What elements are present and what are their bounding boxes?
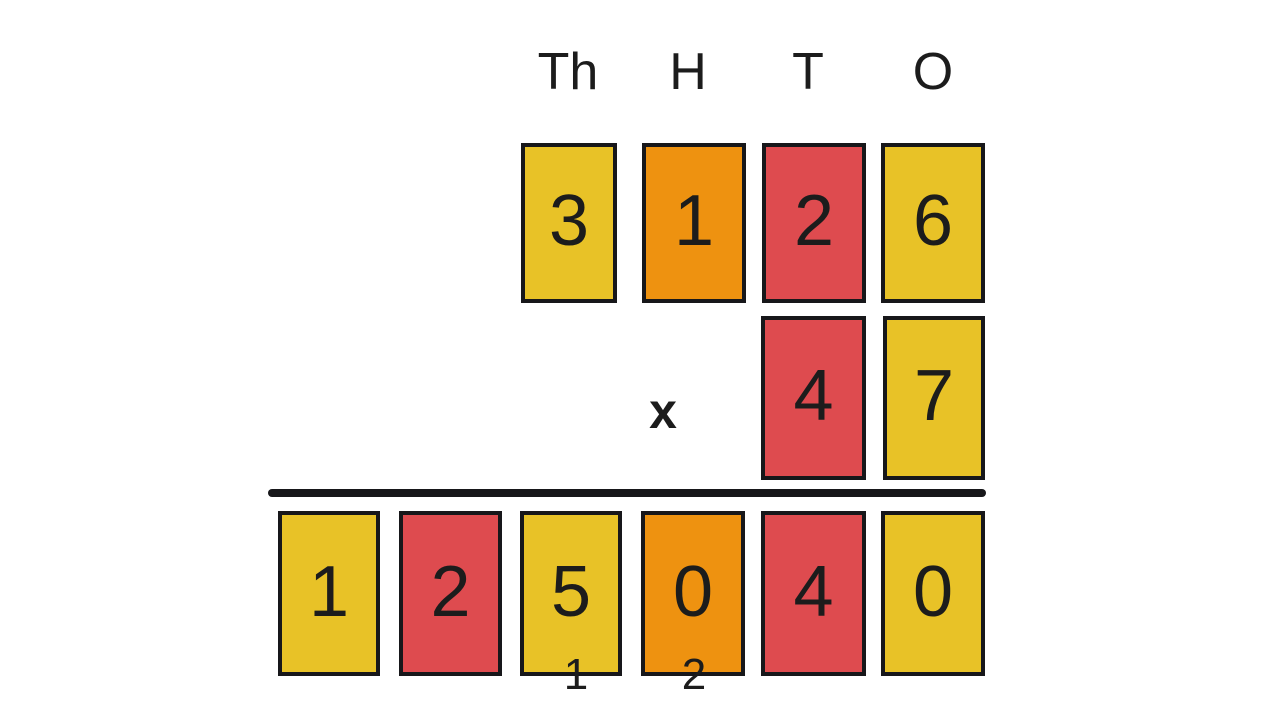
digit-value: 5 — [550, 551, 592, 632]
product-card-5[interactable]: 4 — [761, 511, 866, 676]
column-header-thousands: Th — [537, 43, 599, 101]
digit-value: 3 — [548, 181, 590, 261]
column-header-ones: O — [912, 43, 954, 101]
product-card-6[interactable]: 0 — [881, 511, 985, 676]
digit-value: 4 — [793, 551, 834, 632]
product-card-2[interactable]: 2 — [399, 511, 502, 676]
digit-value: 1 — [673, 181, 715, 261]
digit-value: 1 — [308, 551, 350, 632]
multiplicand-card-tens[interactable]: 2 — [762, 143, 866, 303]
multiplicand-card-thousands[interactable]: 3 — [521, 143, 617, 303]
multiplicand-card-ones[interactable]: 6 — [881, 143, 985, 303]
digit-value: 6 — [912, 181, 954, 261]
product-card-4[interactable]: 0 — [641, 511, 745, 676]
product-card-1[interactable]: 1 — [278, 511, 380, 676]
carry-digit-card-4: 2 — [681, 650, 707, 699]
digit-value: 4 — [793, 356, 834, 436]
answer-rule-line — [268, 489, 986, 497]
multiplier-card-ones[interactable]: 7 — [883, 316, 985, 480]
digit-value: 0 — [672, 551, 714, 632]
column-header-tens: T — [792, 43, 824, 101]
multiplier-card-tens[interactable]: 4 — [761, 316, 866, 480]
product-card-3[interactable]: 5 — [520, 511, 622, 676]
column-header-hundreds: H — [669, 43, 707, 101]
multiplicand-card-hundreds[interactable]: 1 — [642, 143, 746, 303]
digit-value: 0 — [912, 551, 954, 632]
multiplication-operator: x — [649, 383, 677, 439]
digit-value: 7 — [913, 356, 955, 436]
digit-value: 2 — [430, 551, 471, 632]
carry-digit-card-3: 1 — [563, 650, 589, 699]
digit-value: 2 — [793, 181, 835, 261]
